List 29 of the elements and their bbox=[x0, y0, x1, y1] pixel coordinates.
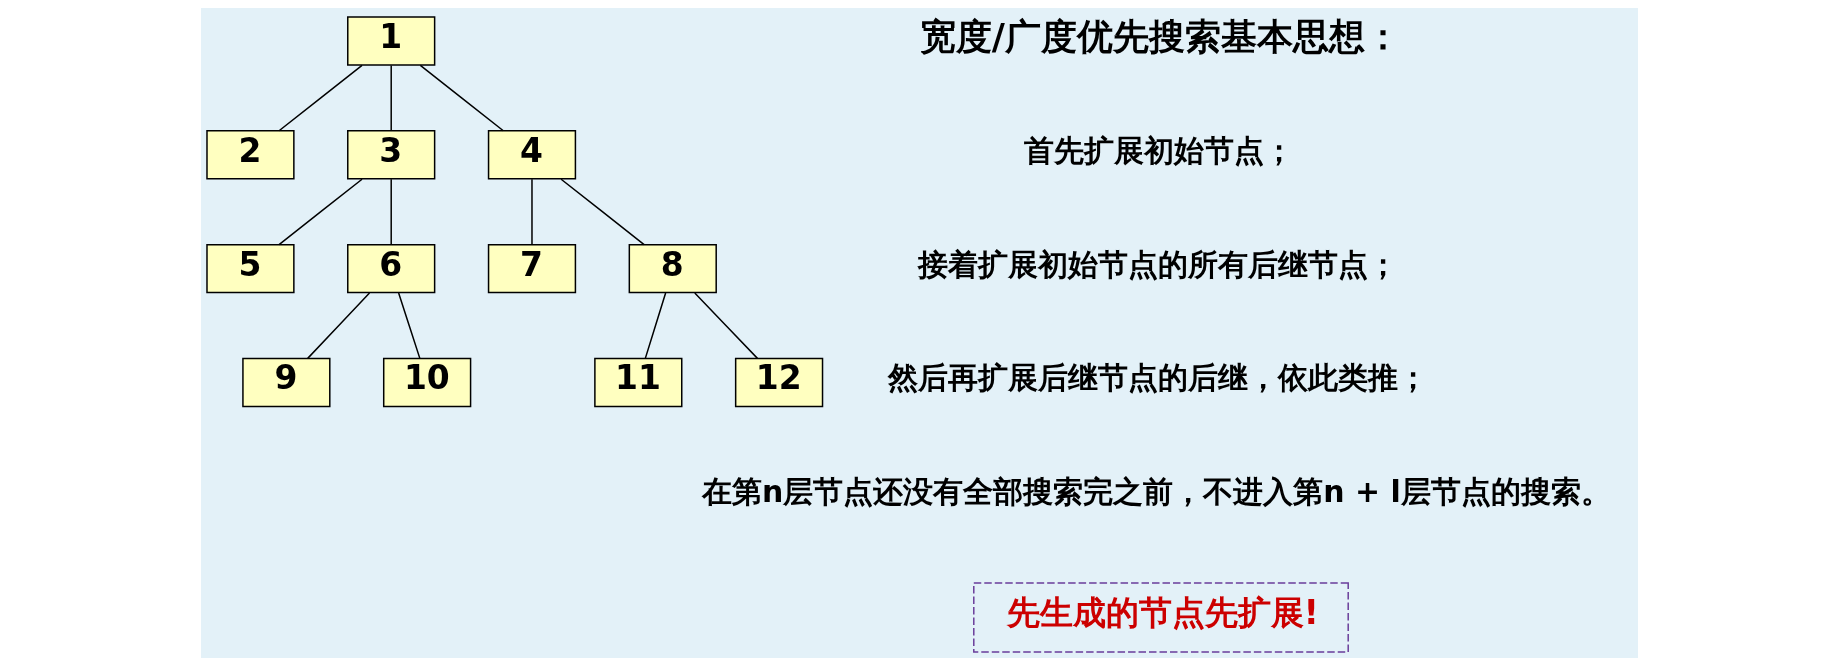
connector bbox=[277, 64, 363, 132]
connector bbox=[389, 64, 392, 132]
node-box: 8 bbox=[628, 243, 717, 294]
node-box: 7 bbox=[487, 243, 576, 294]
connector bbox=[397, 292, 421, 360]
label: 在第n层节点还没有全部搜索完之前，不进入第n + l层节点的搜索。 bbox=[701, 474, 1611, 510]
label: 接着扩展初始节点的所有后继节点； bbox=[917, 246, 1398, 282]
connector bbox=[530, 178, 533, 246]
connector bbox=[559, 178, 645, 246]
node-box: 先生成的节点先扩展! bbox=[972, 582, 1349, 653]
label: 宽度/广度优先搜索基本思想： bbox=[919, 15, 1401, 57]
node-box: 11 bbox=[593, 357, 682, 408]
connector bbox=[277, 178, 363, 246]
node-box: 10 bbox=[382, 357, 471, 408]
node-box: 4 bbox=[487, 130, 576, 180]
node-box: 1 bbox=[346, 16, 435, 66]
node-box: 12 bbox=[734, 357, 823, 408]
label: 首先扩展初始节点； bbox=[1023, 132, 1294, 168]
node-box: 5 bbox=[205, 243, 295, 294]
node-box: 9 bbox=[241, 357, 331, 408]
connector bbox=[389, 178, 392, 246]
connector bbox=[644, 292, 666, 360]
node-box: 6 bbox=[346, 243, 435, 294]
label: 然后再扩展后继节点的后继，依此类推； bbox=[887, 360, 1428, 396]
connector bbox=[419, 64, 504, 132]
connector bbox=[693, 292, 758, 360]
connector bbox=[306, 292, 370, 360]
node-box: 2 bbox=[205, 130, 295, 180]
node-box: 3 bbox=[346, 130, 435, 180]
